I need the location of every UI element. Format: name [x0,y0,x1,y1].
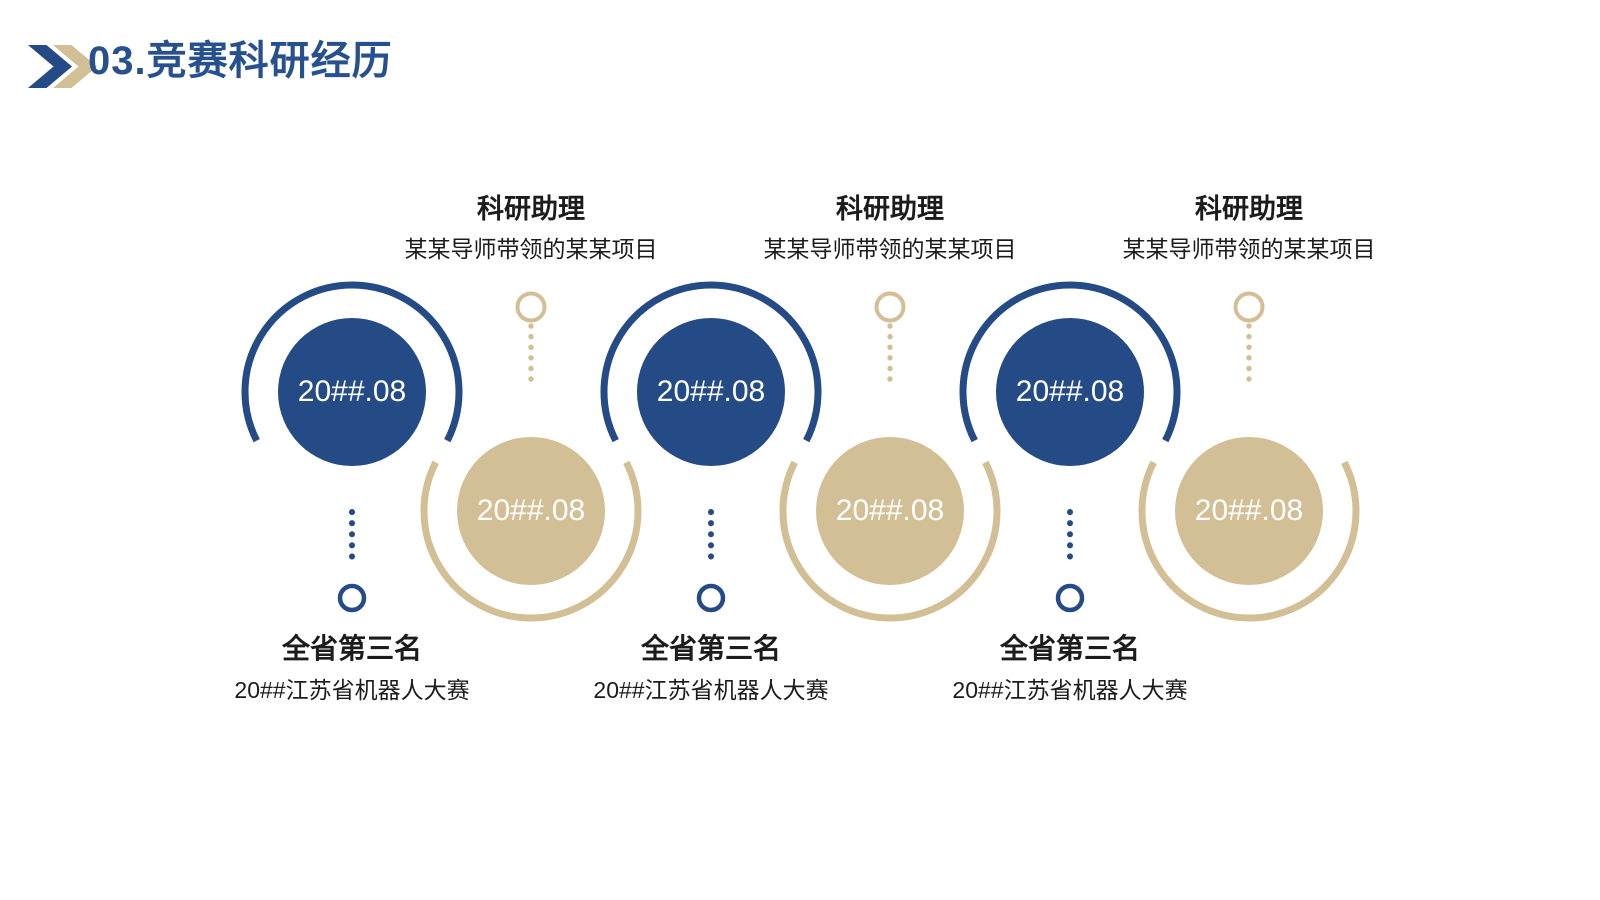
milestone-title: 科研助理 [836,194,944,224]
milestone-title: 全省第三名 [640,633,782,664]
milestone-description: 20##江苏省机器人大赛 [593,677,829,703]
milestone-date: 20##.08 [297,375,407,408]
milestone-blue-graphic [241,281,463,613]
connector-ring [515,291,547,323]
connector-ring [1055,583,1085,613]
connector-ring [696,583,726,613]
page-title: 03.竞赛科研经历 [88,39,393,83]
blue-date-circle [996,318,1144,466]
milestone-title: 全省第三名 [999,633,1141,664]
tan-arc [420,460,642,622]
milestone-title: 全省第三名 [281,633,423,664]
tan-date-circle [1175,437,1323,585]
tan-arc [779,460,1001,622]
milestone-date: 20##.08 [1194,494,1304,527]
milestone-blue-graphic [600,281,822,613]
connector-ring [337,583,367,613]
milestone-description: 某某导师带领的某某项目 [763,236,1017,262]
milestone-description: 某某导师带领的某某项目 [404,236,658,262]
milestone-date: 20##.08 [656,375,766,408]
milestone-description: 20##江苏省机器人大赛 [234,677,470,703]
milestone-date: 20##.08 [1015,375,1125,408]
blue-date-circle [637,318,785,466]
milestone-date: 20##.08 [835,494,945,527]
connector-ring [874,291,906,323]
tan-date-circle [457,437,605,585]
milestone-blue-graphic [959,281,1181,613]
milestone-title: 科研助理 [477,194,585,224]
milestone-title: 科研助理 [1195,194,1303,224]
blue-arc [959,281,1181,443]
blue-date-circle [278,318,426,466]
tan-arc [1138,460,1360,622]
milestone-tan-graphic [1138,291,1360,622]
blue-arc [600,281,822,443]
connector-ring [1233,291,1265,323]
tan-date-circle [816,437,964,585]
milestone-description: 某某导师带领的某某项目 [1122,236,1376,262]
milestone-tan-graphic [420,291,642,622]
milestone-date: 20##.08 [476,494,586,527]
blue-arc [241,281,463,443]
milestone-description: 20##江苏省机器人大赛 [952,677,1188,703]
milestone-tan-graphic [779,291,1001,622]
